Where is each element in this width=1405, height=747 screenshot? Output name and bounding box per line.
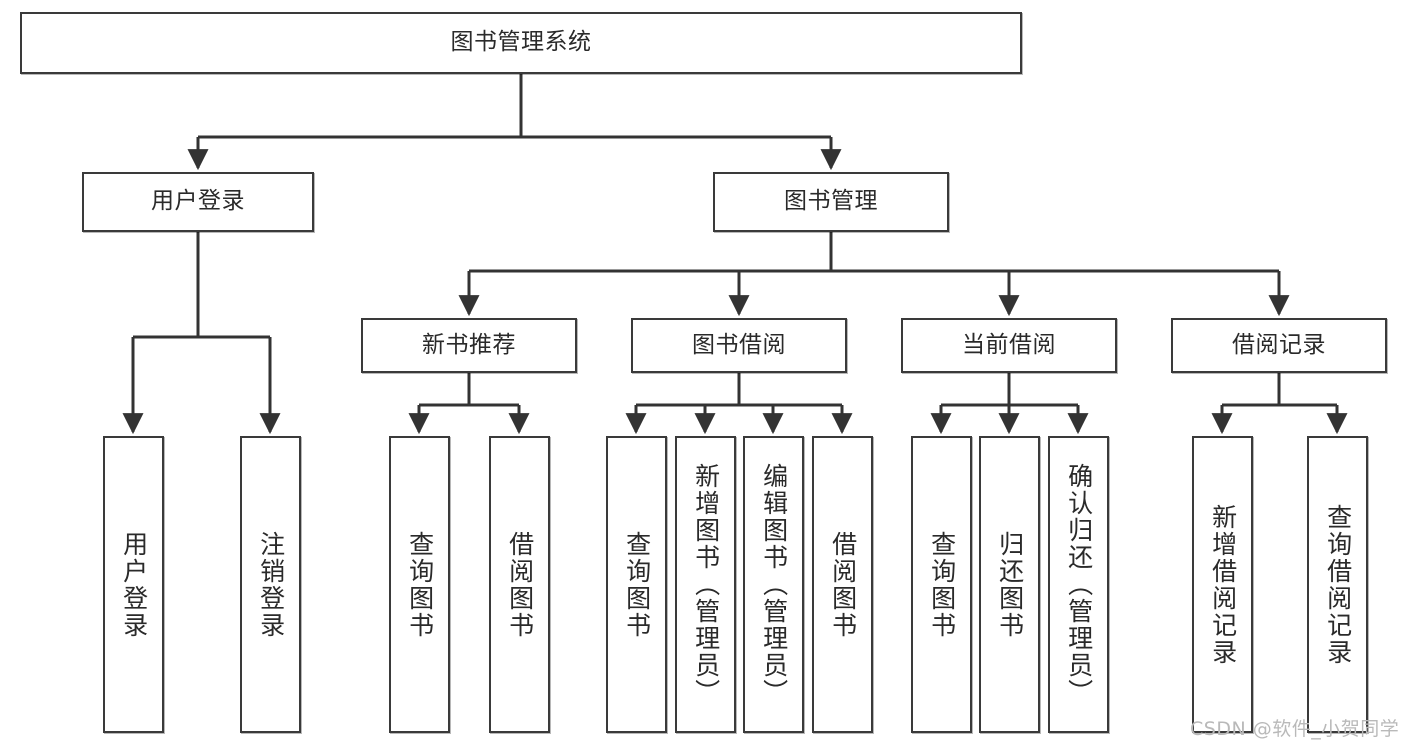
node-label: 用户登录 bbox=[151, 188, 245, 215]
node-label: 借阅图书 bbox=[828, 530, 858, 639]
leaf-book-borrow-0[interactable]: 查询图书 bbox=[606, 436, 667, 733]
node-user-login[interactable]: 用户登录 bbox=[82, 172, 314, 232]
leaf-borrow-record-1[interactable]: 查询借阅记录 bbox=[1307, 436, 1368, 733]
node-label: 新书推荐 bbox=[422, 331, 516, 358]
node-book-management[interactable]: 图书管理 bbox=[713, 172, 949, 232]
node-borrow-record[interactable]: 借阅记录 bbox=[1171, 318, 1387, 373]
node-label: 查询借阅记录 bbox=[1323, 503, 1353, 666]
node-label: 新增借阅记录 bbox=[1208, 503, 1238, 666]
node-label: 借阅记录 bbox=[1232, 331, 1326, 358]
node-new-book-recommend[interactable]: 新书推荐 bbox=[361, 318, 577, 373]
leaf-current-borrow-2[interactable]: 确认归还（管理员） bbox=[1048, 436, 1109, 733]
leaf-new-book-recommend-0[interactable]: 查询图书 bbox=[389, 436, 450, 733]
leaf-current-borrow-0[interactable]: 查询图书 bbox=[911, 436, 972, 733]
csdn-watermark: CSDN @软件_小贺同学 bbox=[1190, 718, 1400, 740]
leaf-current-borrow-1[interactable]: 归还图书 bbox=[979, 436, 1040, 733]
node-label: 当前借阅 bbox=[962, 331, 1056, 358]
leaf-book-borrow-3[interactable]: 借阅图书 bbox=[812, 436, 873, 733]
node-label: 归还图书 bbox=[995, 530, 1025, 639]
node-label: 查询图书 bbox=[405, 530, 435, 639]
node-label: 借阅图书 bbox=[505, 530, 535, 639]
leaf-new-book-recommend-1[interactable]: 借阅图书 bbox=[489, 436, 550, 733]
leaf-user-login-1[interactable]: 注销登录 bbox=[240, 436, 301, 733]
node-current-borrow[interactable]: 当前借阅 bbox=[901, 318, 1117, 373]
leaf-book-borrow-2[interactable]: 编辑图书（管理员） bbox=[743, 436, 804, 733]
node-label: 用户登录 bbox=[119, 530, 149, 639]
node-label: 新增图书（管理员） bbox=[691, 463, 721, 706]
node-book-borrow[interactable]: 图书借阅 bbox=[631, 318, 847, 373]
leaf-borrow-record-0[interactable]: 新增借阅记录 bbox=[1192, 436, 1253, 733]
node-label: 查询图书 bbox=[622, 530, 652, 639]
node-label: 注销登录 bbox=[256, 530, 286, 639]
node-label: 编辑图书（管理员） bbox=[759, 463, 789, 706]
node-label: 确认归还（管理员） bbox=[1064, 463, 1094, 706]
node-label: 查询图书 bbox=[927, 530, 957, 639]
node-root-book-management-system[interactable]: 图书管理系统 bbox=[20, 12, 1022, 74]
leaf-user-login-0[interactable]: 用户登录 bbox=[103, 436, 164, 733]
node-label: 图书管理 bbox=[784, 188, 878, 215]
leaf-book-borrow-1[interactable]: 新增图书（管理员） bbox=[675, 436, 736, 733]
node-label: 图书管理系统 bbox=[450, 29, 592, 56]
node-label: 图书借阅 bbox=[692, 331, 786, 358]
